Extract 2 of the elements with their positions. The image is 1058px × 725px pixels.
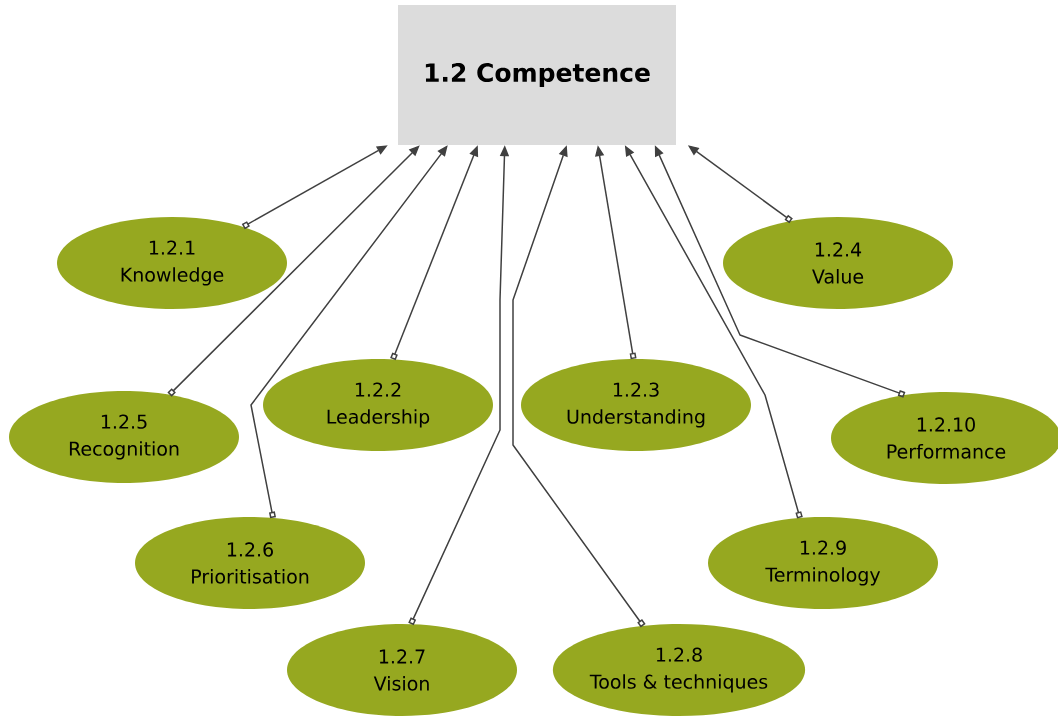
connector-arrow [167, 145, 420, 397]
title-box: 1.2 Competence [398, 5, 676, 145]
